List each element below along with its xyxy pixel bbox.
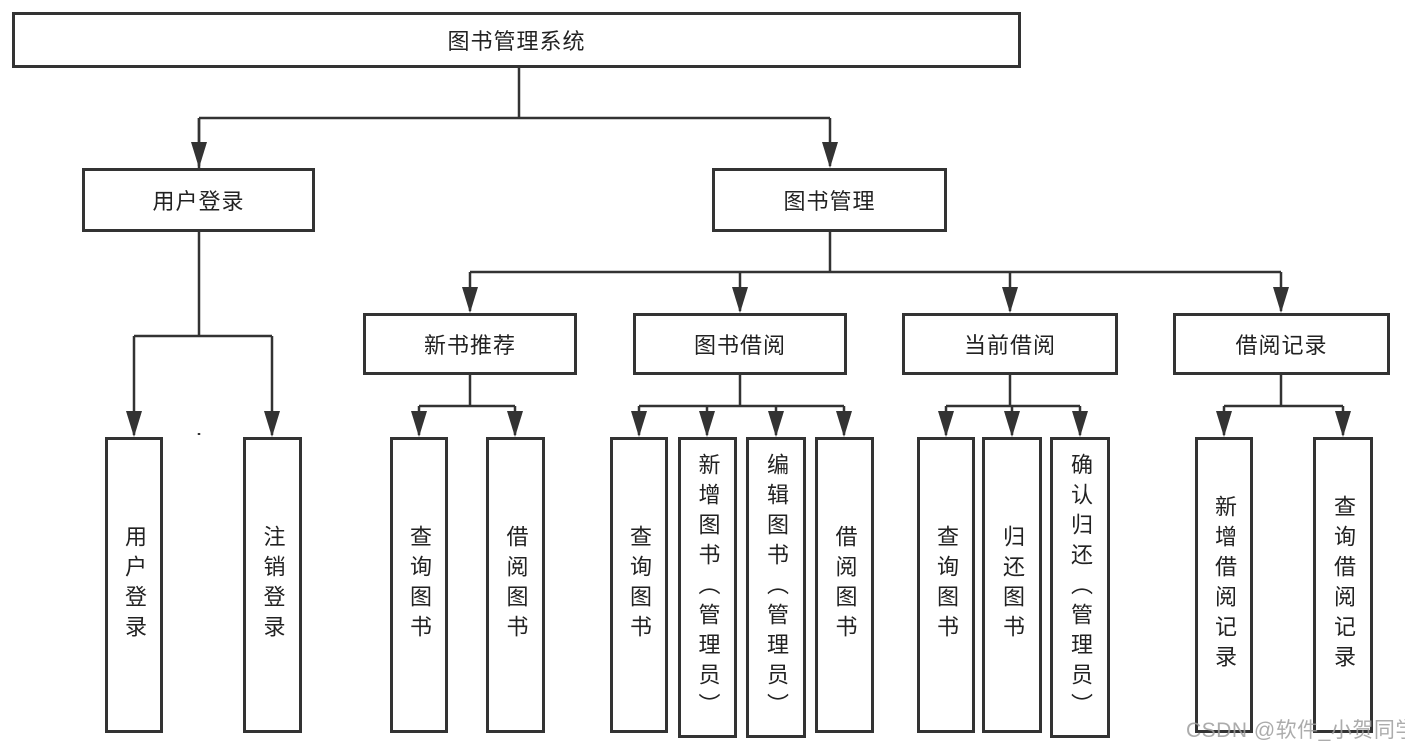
leaf-return-books: 归还图书	[982, 437, 1042, 733]
leaf-label: 用户登录	[122, 525, 147, 645]
leaf-query-borrow-record: 查询借阅记录	[1313, 437, 1373, 733]
leaf-label: 查询图书	[627, 525, 652, 645]
leaf-query-books: 查询图书	[917, 437, 975, 733]
node-label: 图书管理系统	[447, 29, 586, 54]
leaf-label: 注销登录	[260, 525, 286, 645]
leaf-label: 新增借阅记录	[1212, 495, 1237, 675]
node-label: 图书管理	[783, 189, 876, 214]
node-library-management-system: 图书管理系统	[12, 12, 1021, 68]
node-label: 借阅记录	[1235, 333, 1328, 358]
leaf-query-books: 查询图书	[610, 437, 668, 733]
node-label: 当前借阅	[963, 333, 1056, 358]
leaf-borrow-books: 借阅图书	[486, 437, 545, 733]
leaf-label: 查询借阅记录	[1331, 495, 1356, 675]
arrowheads	[126, 142, 1351, 437]
node-current-borrowing: 当前借阅	[902, 313, 1118, 375]
csdn-watermark: CSDN @软件_小贺同学	[1186, 719, 1405, 742]
leaf-label: 新增图书（管理员）	[695, 452, 721, 723]
node-book-management: 图书管理	[712, 168, 947, 232]
node-borrowing-records: 借阅记录	[1173, 313, 1390, 375]
leaf-add-books-admin: 新增图书（管理员）	[678, 437, 737, 738]
node-new-book-recommend: 新书推荐	[363, 313, 577, 375]
leaf-label: 查询图书	[934, 525, 959, 645]
leaf-add-borrow-record: 新增借阅记录	[1195, 437, 1253, 733]
leaf-label: 查询图书	[407, 525, 432, 645]
leaf-edit-books-admin: 编辑图书（管理员）	[746, 437, 806, 738]
leaf-label: 借阅图书	[832, 525, 858, 645]
leaf-logout: 注销登录	[243, 437, 302, 733]
leaf-query-books: 查询图书	[390, 437, 448, 733]
node-label: 新书推荐	[423, 333, 516, 358]
leaf-user-login: 用户登录	[105, 437, 163, 733]
leaf-label: 归还图书	[1000, 525, 1025, 645]
node-label: 用户登录	[152, 189, 245, 214]
node-user-login: 用户登录	[82, 168, 315, 232]
leaf-confirm-return-admin: 确认归还（管理员）	[1050, 437, 1110, 738]
node-book-borrowing: 图书借阅	[633, 313, 847, 375]
leaf-label: 借阅图书	[503, 525, 529, 645]
leaf-label: 确认归还（管理员）	[1068, 452, 1093, 723]
node-label: 图书借阅	[693, 333, 786, 358]
leaf-label: 编辑图书（管理员）	[764, 452, 789, 723]
leaf-borrow-books: 借阅图书	[815, 437, 874, 733]
